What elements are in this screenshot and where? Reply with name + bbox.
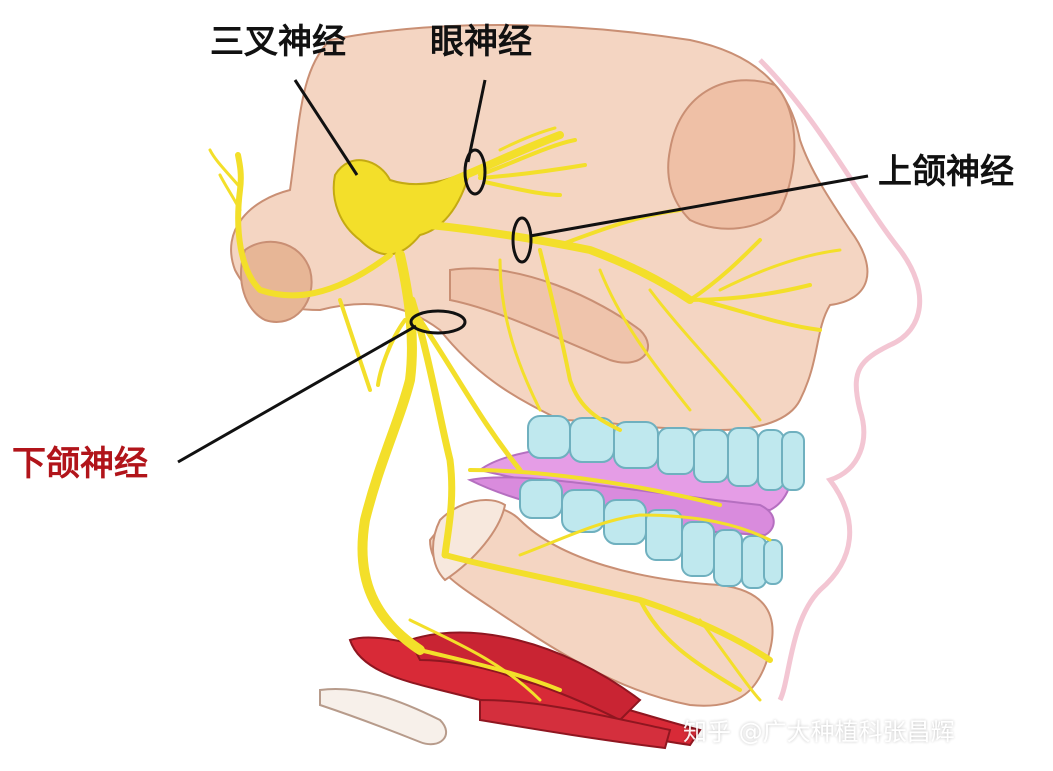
nerve-branch <box>688 238 762 302</box>
lower-tooth <box>713 529 743 587</box>
nerve-branch <box>235 152 393 299</box>
mandibular-trunk <box>357 250 425 655</box>
hyoid-bone <box>319 688 448 746</box>
upper-tooth <box>527 415 571 459</box>
nerve-branch <box>483 180 562 197</box>
nerve-branch <box>468 468 722 507</box>
upper-teeth <box>527 415 805 491</box>
nerve-branch <box>598 268 692 412</box>
mandibular-ring <box>409 309 467 335</box>
label-maxillary-nerve: 上颌神经 <box>878 152 1014 192</box>
watermark: 知乎 @广大种植科张昌辉 <box>683 718 955 746</box>
nerve-branch <box>698 618 762 702</box>
ophthalmic-ring <box>463 148 487 196</box>
nerve-branch <box>338 298 372 392</box>
trigeminal-leader <box>293 79 359 176</box>
nerve-branch <box>478 138 577 177</box>
nerve-branch <box>718 248 842 292</box>
label-mandibular-nerve: 下颌神经 <box>12 444 148 484</box>
lower-tooth <box>681 521 715 577</box>
upper-tooth <box>727 427 759 487</box>
ophthalmic-leader <box>466 79 487 163</box>
nerve-branch <box>208 148 240 187</box>
face-outline <box>758 58 923 702</box>
ear-process <box>240 240 313 323</box>
nerve-branch <box>408 618 542 702</box>
nerve-branch <box>698 298 822 332</box>
nerve-branch <box>218 173 242 212</box>
maxillary-leader <box>529 174 869 238</box>
nerve-branch <box>376 318 407 387</box>
upper-tooth <box>757 429 785 491</box>
lower-tooth <box>741 535 767 589</box>
nerve-branch <box>417 317 523 473</box>
mandibular-leader <box>177 324 417 464</box>
label-ophthalmic-nerve: 眼神经 <box>430 22 532 62</box>
maxillary-ring <box>511 216 533 264</box>
nerve-branch <box>498 126 557 152</box>
nerve-branch <box>638 598 742 692</box>
nerve-branch <box>498 258 542 412</box>
nerve-branch <box>408 296 456 559</box>
lower-tooth <box>763 539 783 585</box>
nerve-branch <box>538 248 622 432</box>
lower-tooth <box>519 479 563 519</box>
nerve-branch <box>518 513 772 557</box>
lower-teeth <box>519 479 783 589</box>
nerve-branch <box>478 163 587 180</box>
nerve-branch <box>418 648 562 692</box>
ophthalmic-nerve <box>426 131 564 194</box>
nerve-branch <box>648 288 762 422</box>
upper-tooth <box>657 427 695 475</box>
trigeminal-nerve-tree <box>208 126 842 702</box>
zygomatic-arch <box>449 267 650 364</box>
eye-orbit <box>667 79 796 230</box>
upper-tooth <box>693 429 729 483</box>
upper-tooth <box>781 431 805 491</box>
maxillary-nerve <box>426 221 694 304</box>
label-trigeminal-nerve: 三叉神经 <box>210 22 346 62</box>
muscle-band <box>479 698 672 750</box>
